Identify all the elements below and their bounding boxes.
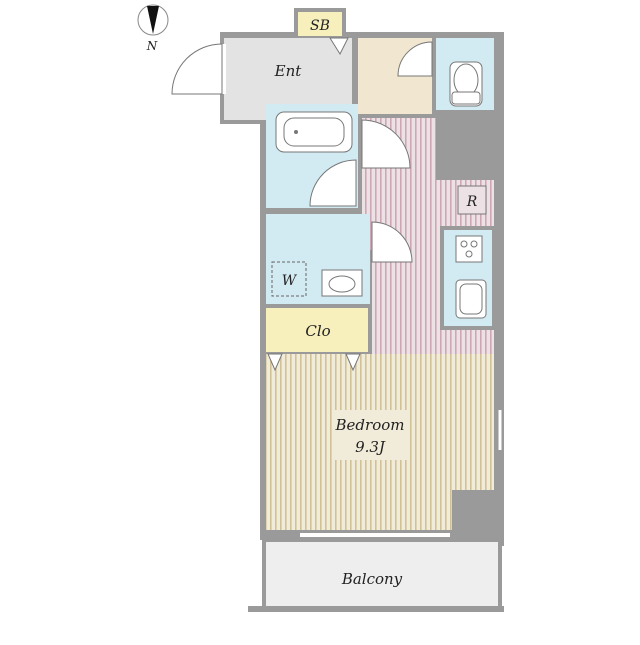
entrance-label: Ent — [274, 62, 303, 80]
toilet-icon — [449, 61, 483, 107]
stove-icon — [455, 235, 483, 263]
compass-needle-icon — [147, 6, 159, 34]
bedroom-floor-lower-right — [452, 490, 494, 530]
right-shaft — [494, 32, 504, 546]
closet-doors[interactable] — [267, 353, 361, 372]
bedroom-size-label: 9.3J — [355, 438, 386, 456]
washer-label: W — [282, 273, 298, 289]
balcony-floor — [266, 542, 498, 606]
compass-north-label: N — [146, 39, 158, 53]
sink-icon — [455, 279, 487, 319]
compass: N — [137, 4, 169, 53]
shoe-box-door-icon — [329, 37, 349, 56]
washroom-door-swing-icon — [371, 221, 413, 263]
bedroom-name-label: Bedroom — [335, 416, 405, 434]
washbasin-icon — [321, 269, 363, 297]
balcony-label: Balcony — [341, 570, 403, 588]
washer-space — [271, 261, 307, 297]
hall-door-swing-icon — [397, 41, 433, 77]
bedroom-label-backdrop — [332, 410, 410, 460]
entrance-door-swing-icon — [171, 43, 223, 95]
bath-door-swing-icon — [309, 159, 357, 207]
closet-label: Clo — [305, 322, 330, 340]
corridor-door-swing-icon — [361, 119, 411, 169]
entrance-door[interactable] — [171, 43, 226, 95]
pipe-shaft — [440, 112, 496, 168]
refrigerator-space — [457, 185, 487, 215]
balcony-rail — [248, 606, 504, 612]
balcony-window — [264, 530, 504, 540]
bathtub-icon — [275, 111, 353, 153]
shoe-box-label: SB — [310, 18, 330, 34]
shoe-box-area — [298, 12, 342, 36]
closet — [266, 308, 368, 352]
refrigerator-label: R — [466, 194, 478, 210]
closet-door-left-icon — [267, 353, 283, 372]
closet-door-right-icon — [345, 353, 361, 372]
